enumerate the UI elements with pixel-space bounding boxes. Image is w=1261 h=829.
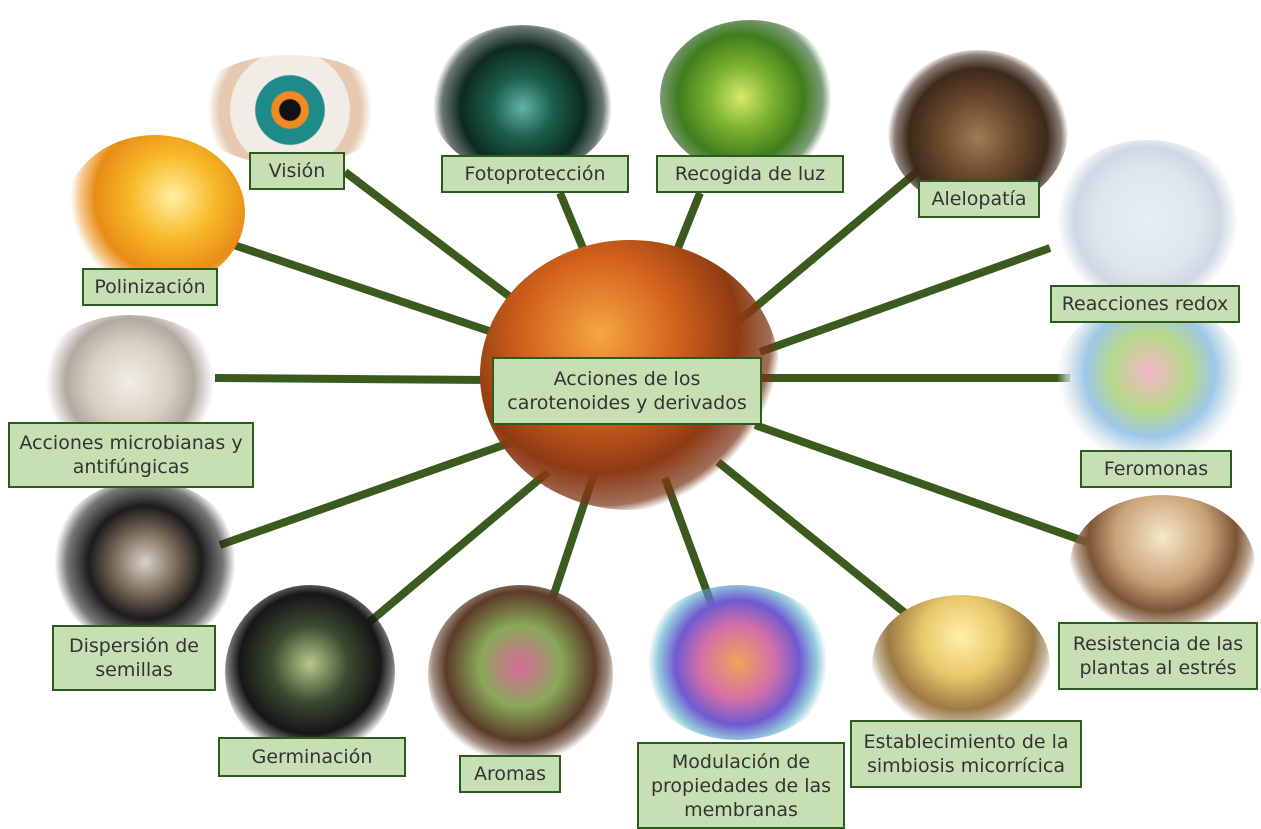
eye-image xyxy=(190,55,390,165)
leaf-cells-image xyxy=(660,20,840,175)
center-label: Acciones de los carotenoides y derivados xyxy=(492,357,762,425)
connector-dispersion xyxy=(220,440,518,545)
label-vision: Visión xyxy=(249,152,345,190)
mycorrhiza-plant-image xyxy=(872,595,1050,735)
label-resistencia-estres: Resistencia de las plantas al estrés xyxy=(1058,622,1258,690)
leaf-droplet-image xyxy=(430,25,615,175)
redox-scheme-image xyxy=(1050,140,1245,300)
label-fotoproteccion: Fotoprotección xyxy=(441,155,629,193)
label-simbiosis-micorricica: Establecimiento de la simbiosis micorríc… xyxy=(850,720,1082,788)
label-polinizacion: Polinización xyxy=(82,268,218,306)
label-reacciones-redox: Reacciones redox xyxy=(1050,285,1240,323)
connector-microbianas xyxy=(215,378,492,380)
seed-dispersal-image xyxy=(50,480,240,645)
bee-flower-image xyxy=(65,135,245,290)
germinating-seed-image xyxy=(225,585,395,760)
label-modulacion-membranas: Modulación de propiedades de las membran… xyxy=(637,742,845,829)
label-feromonas: Feromonas xyxy=(1080,450,1232,488)
label-germinacion: Germinación xyxy=(218,737,406,777)
flowers-spices-image xyxy=(428,585,613,765)
label-alelopatia: Alelopatía xyxy=(918,180,1040,218)
connector-estres xyxy=(755,425,1095,545)
insects-image xyxy=(1055,300,1245,460)
label-recogida-de-luz: Recogida de luz xyxy=(656,155,844,193)
label-aromas: Aromas xyxy=(459,755,561,793)
label-dispersion-semillas: Dispersión de semillas xyxy=(52,625,216,691)
label-acciones-microbianas: Acciones microbianas y antifúngicas xyxy=(8,422,254,488)
drought-landscape-image xyxy=(1070,495,1255,635)
cell-membrane-image xyxy=(640,585,835,740)
